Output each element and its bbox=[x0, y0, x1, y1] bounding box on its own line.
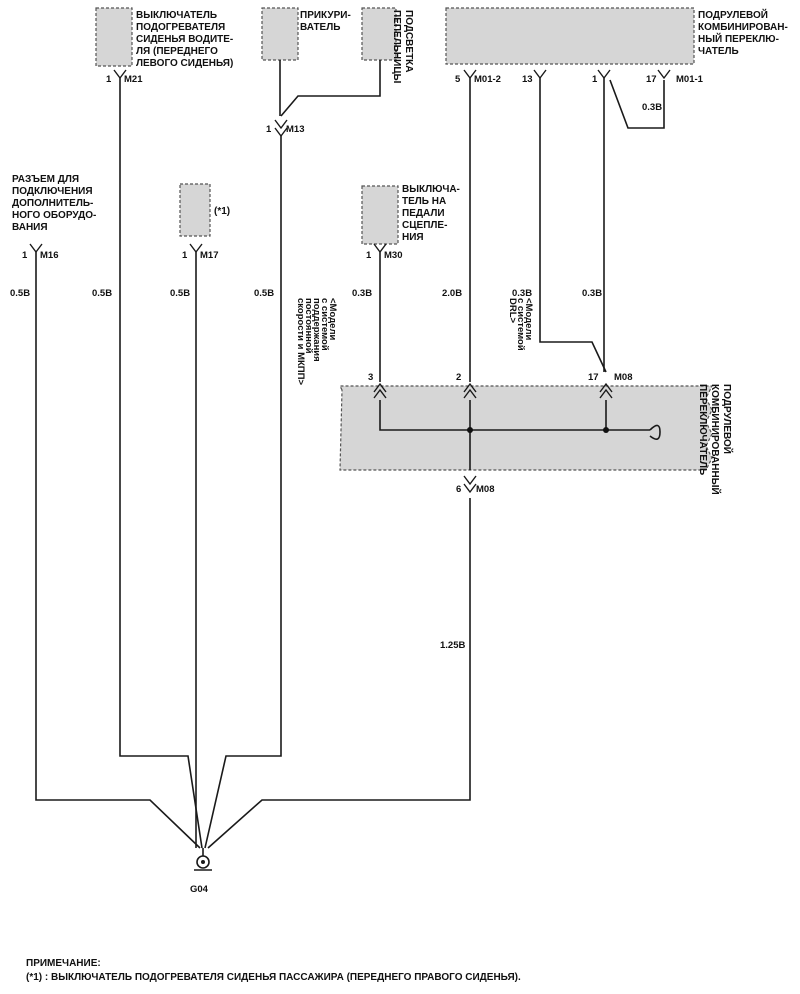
wire-m30-spec: 0.3B bbox=[352, 288, 372, 299]
connector-arrows bbox=[29, 69, 671, 494]
wires bbox=[35, 60, 665, 849]
combo-switch-mid-box bbox=[339, 385, 713, 471]
pin-m21: 1 bbox=[106, 74, 112, 85]
combo-switch-top-box bbox=[445, 7, 695, 65]
passenger-heater-ref-label: (*1) bbox=[214, 206, 230, 217]
footer-note-title: ПРИМЕЧАНИЕ: bbox=[26, 958, 101, 969]
junction-dot bbox=[467, 427, 473, 433]
cigar-lighter-label: ПРИКУРИ- ВАТЕЛЬ bbox=[300, 10, 354, 33]
pin-m08-2: 2 bbox=[456, 372, 461, 383]
connector-m08-top: M08 bbox=[614, 372, 632, 383]
wire-loop-spec: 0.3B bbox=[642, 102, 662, 113]
clutch-switch-label: ВЫКЛЮЧА- ТЕЛЬ НА ПЕДАЛИ СЦЕПЛЕ- НИЯ bbox=[402, 184, 463, 243]
ashtray-light-box bbox=[361, 7, 397, 61]
pin-m01-5: 5 bbox=[455, 74, 461, 85]
passenger-seat-heater-box bbox=[179, 183, 211, 237]
connector-m01-2: M01-2 bbox=[474, 74, 501, 85]
wire-m01-5-spec: 2.0B bbox=[442, 288, 462, 299]
connector-m21: M21 bbox=[124, 74, 143, 85]
pin-m01-13: 13 bbox=[522, 74, 533, 85]
wire-m17-spec: 0.5B bbox=[170, 288, 190, 299]
pin-m30: 1 bbox=[366, 250, 372, 261]
connector-m13: M13 bbox=[286, 124, 304, 135]
pin-m01-17: 17 bbox=[646, 74, 657, 85]
connector-m16: M16 bbox=[40, 250, 58, 261]
ground-g04-label: G04 bbox=[190, 884, 209, 895]
pin-m16: 1 bbox=[22, 250, 28, 261]
cruise-models-note: <Модели с системой поддержания постоянно… bbox=[295, 298, 338, 385]
pin-m08-6: 6 bbox=[456, 484, 461, 495]
cigar-lighter-box bbox=[261, 7, 299, 61]
pin-m13: 1 bbox=[266, 124, 272, 135]
pin-m01-1: 1 bbox=[592, 74, 598, 85]
wire-ground-spec: 1.25B bbox=[440, 640, 465, 651]
wire-m01-13-spec: 0.3B bbox=[512, 288, 532, 299]
seat-heater-driver-label: ВЫКЛЮЧАТЕЛЬ ПОДОГРЕВАТЕЛЯ СИДЕНЬЯ ВОДИТЕ… bbox=[136, 10, 236, 69]
extra-equipment-connector-label: РАЗЪЕМ ДЛЯ ПОДКЛЮЧЕНИЯ ДОПОЛНИТЕЛЬ- НОГО… bbox=[12, 174, 99, 233]
ground-icon bbox=[194, 848, 212, 871]
wire-m16-spec: 0.5B bbox=[10, 288, 30, 299]
drl-models-note: <Модели с системой DRL> bbox=[507, 298, 534, 353]
connector-m08-bottom: M08 bbox=[476, 484, 494, 495]
wire-m21-spec: 0.5B bbox=[92, 288, 112, 299]
pin-m08-17: 17 bbox=[588, 372, 599, 383]
combo-switch-top-label: ПОДРУЛЕВОЙ КОМБИНИРОВАН- НЫЙ ПЕРЕКЛЮ- ЧА… bbox=[698, 8, 791, 57]
pin-m17: 1 bbox=[182, 250, 188, 261]
pin-m08-3: 3 bbox=[368, 372, 373, 383]
clutch-pedal-switch-box bbox=[361, 185, 399, 245]
seat-heater-driver-switch-box bbox=[95, 7, 133, 67]
connector-m30: M30 bbox=[384, 250, 402, 261]
footer-note-text: (*1) : ВЫКЛЮЧАТЕЛЬ ПОДОГРЕВАТЕЛЯ СИДЕНЬЯ… bbox=[26, 972, 521, 983]
connector-m17: M17 bbox=[200, 250, 218, 261]
wire-m01-1-spec: 0.3B bbox=[582, 288, 602, 299]
combo-switch-mid-label: ПОДРУЛЕВОЙ КОМБИНИРОВАННЫЙ ПЕРЕКЛЮЧАТЕЛЬ bbox=[697, 384, 734, 497]
junction-dot bbox=[603, 427, 609, 433]
wire-m13-spec: 0.5B bbox=[254, 288, 274, 299]
connector-m01-1: M01-1 bbox=[676, 74, 704, 85]
ashtray-light-label: ПОДСВЕТКА ПЕПЕЛЬНИЦЫ bbox=[391, 10, 414, 84]
